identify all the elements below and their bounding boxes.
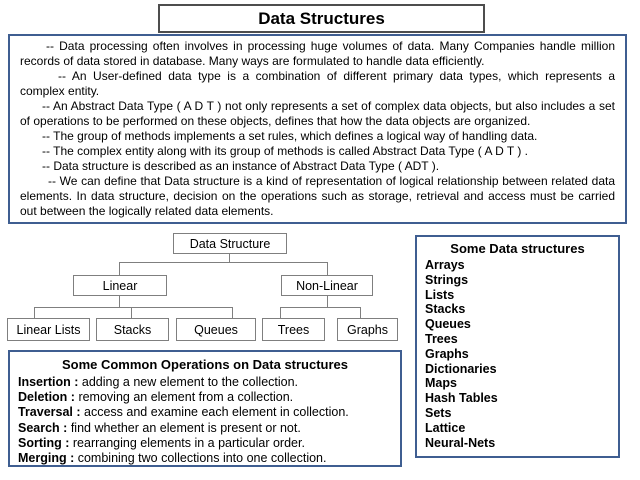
tree-node-nonlinear: Non-Linear (281, 275, 373, 296)
tree-node-stacks: Stacks (96, 318, 169, 341)
connector-linearlists-drop (34, 307, 35, 318)
tree-node-trees: Trees (262, 318, 325, 341)
intro-paragraph-1: -- Data processing often involves in pro… (20, 39, 615, 68)
operation-term: Deletion : (18, 390, 75, 405)
operation-row-search: Search : find whether an element is pres… (18, 421, 392, 436)
intro-paragraph-3: -- An Abstract Data Type ( A D T ) not o… (20, 99, 615, 128)
sidebar-item-lists: Lists (425, 287, 455, 302)
tree-node-linear-lists: Linear Lists (7, 318, 90, 341)
operation-definition: rearranging elements in a particular ord… (72, 435, 305, 450)
connector-root-drop (229, 253, 230, 263)
intro-paragraph-7: -- We can define that Data structure is … (20, 174, 615, 218)
sidebar-item-strings: Strings (425, 272, 469, 287)
operation-definition: adding a new element to the collection. (81, 375, 299, 389)
operation-term: Search : (18, 420, 68, 435)
slide-title-box: Data Structures (158, 4, 485, 33)
sidebar-item-lattice: Lattice (425, 420, 466, 435)
page-title: Data Structures (258, 8, 385, 28)
operation-definition: access and examine each element in colle… (84, 405, 349, 420)
tree-node-data-structure: Data Structure (173, 233, 287, 254)
operation-term: Sorting : (18, 435, 70, 450)
operation-term: Merging : (18, 451, 75, 466)
sidebar-item-dictionaries: Dictionaries (425, 361, 497, 376)
operation-row-sorting: Sorting : rearranging elements in a part… (18, 436, 392, 451)
sidebar-item-hash-tables: Hash Tables (425, 391, 498, 406)
sidebar-item-sets: Sets (425, 405, 452, 420)
connector-stacks-drop (131, 307, 132, 318)
sidebar-item-stacks: Stacks (425, 302, 466, 317)
operation-row-merging: Merging : combining two collections into… (18, 451, 392, 466)
operation-term: Traversal : (18, 405, 81, 420)
operation-row-insertion: Insertion : adding a new element to the … (18, 375, 392, 390)
connector-graphs-drop (360, 307, 361, 318)
tree-node-graphs: Graphs (337, 318, 398, 341)
intro-paragraph-4: -- The group of methods implements a set… (42, 129, 538, 143)
sidebar-item-trees: Trees (425, 331, 458, 346)
connector-linear-stem (119, 296, 120, 308)
sidebar-box: Some Data structures Arrays Strings List… (415, 235, 620, 458)
tree-node-linear: Linear (73, 275, 167, 296)
sidebar-item-neural-nets: Neural-Nets (425, 435, 496, 450)
tree-node-queues: Queues (176, 318, 256, 341)
operation-row-deletion: Deletion : removing an element from a co… (18, 390, 392, 405)
connector-queues-drop (232, 307, 233, 318)
operations-box: Some Common Operations on Data structure… (8, 350, 402, 467)
connector-trees-drop (280, 307, 281, 318)
operation-definition: find whether an element is present or no… (70, 420, 301, 435)
connector-nonlinear-stem (327, 296, 328, 308)
sidebar-item-maps: Maps (425, 376, 457, 391)
connector-bus-level1 (119, 262, 328, 263)
operation-row-traversal: Traversal : access and examine each elem… (18, 405, 392, 420)
connector-bus-nonlinear-children (280, 307, 361, 308)
connector-linear-drop (119, 262, 120, 275)
intro-paragraph-6: -- Data structure is described as an ins… (42, 159, 440, 173)
operations-title: Some Common Operations on Data structure… (61, 357, 349, 372)
sidebar-item-queues: Queues (425, 317, 471, 332)
intro-text-box: -- Data processing often involves in pro… (8, 34, 627, 224)
operation-definition: combining two collections into one colle… (77, 451, 327, 466)
connector-nonlinear-drop (327, 262, 328, 275)
sidebar-item-arrays: Arrays (425, 258, 465, 272)
sidebar-item-graphs: Graphs (425, 346, 469, 361)
operation-definition: removing an element from a collection. (78, 390, 294, 405)
intro-paragraph-2: -- An User-defined data type is a combin… (20, 69, 615, 98)
sidebar-title: Some Data structures (450, 241, 585, 256)
intro-paragraph-5: -- The complex entity along with its gro… (42, 144, 529, 158)
operation-term: Insertion : (18, 375, 79, 389)
connector-bus-linear-children (34, 307, 233, 308)
